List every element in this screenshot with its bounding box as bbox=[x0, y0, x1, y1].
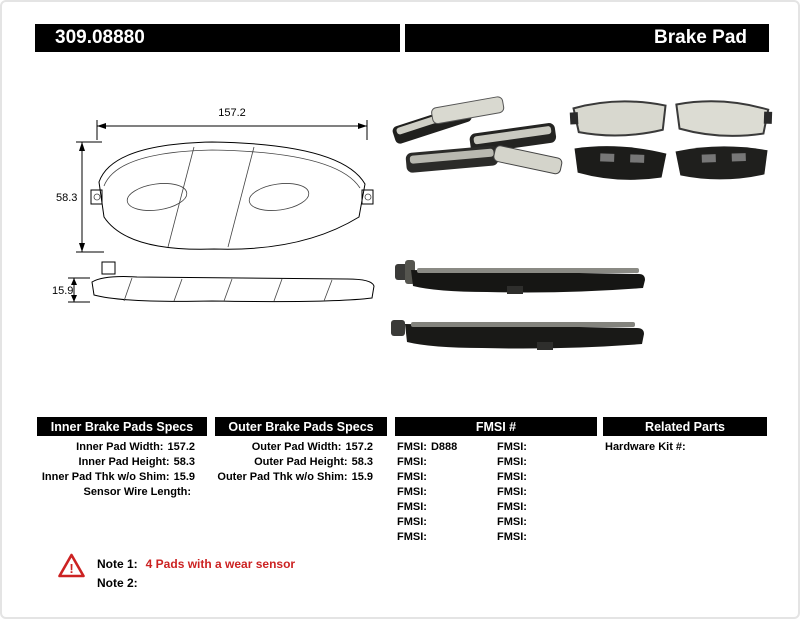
fmsi-label: FMSI: bbox=[497, 486, 527, 498]
spec-label: Hardware Kit #: bbox=[605, 441, 686, 453]
pad-photo-group-right bbox=[569, 100, 773, 180]
fmsi-row: FMSI: FMSI: bbox=[397, 485, 597, 500]
spec-label: Inner Pad Height: bbox=[78, 456, 170, 468]
inner-specs-rows: Inner Pad Width: 157.2 Inner Pad Height:… bbox=[37, 440, 195, 500]
dim-thickness-label: 15.9 bbox=[52, 285, 73, 297]
fmsi-label: FMSI: bbox=[397, 501, 427, 513]
fmsi-row: FMSI: FMSI: bbox=[397, 515, 597, 530]
fmsi-label: FMSI: bbox=[497, 501, 527, 513]
spec-value: 58.3 bbox=[351, 456, 373, 468]
fmsi-row: FMSI: FMSI: bbox=[397, 530, 597, 545]
arrowhead-icon bbox=[97, 123, 106, 129]
outer-specs-rows: Outer Pad Width: 157.2 Outer Pad Height:… bbox=[215, 440, 373, 485]
spec-value: 157.2 bbox=[345, 441, 373, 453]
fmsi-row: FMSI: FMSI: bbox=[397, 500, 597, 515]
pad-photo-group-left bbox=[392, 96, 563, 175]
spec-value: 15.9 bbox=[351, 471, 373, 483]
fmsi-label: FMSI: bbox=[397, 486, 427, 498]
fmsi-row: FMSI:D888 FMSI: bbox=[397, 440, 597, 455]
spec-row: Inner Pad Height: 58.3 bbox=[37, 455, 195, 470]
spec-row: Inner Pad Width: 157.2 bbox=[37, 440, 195, 455]
note-2: Note 2: bbox=[97, 576, 146, 590]
fmsi-label: FMSI: bbox=[497, 531, 527, 543]
related-parts-title: Related Parts bbox=[645, 419, 725, 434]
spec-value: 157.2 bbox=[167, 441, 195, 453]
note-1-text: 4 Pads with a wear sensor bbox=[145, 557, 296, 571]
spec-row: Sensor Wire Length: bbox=[37, 485, 195, 500]
note-2-label: Note 2: bbox=[97, 576, 138, 590]
related-parts-header: Related Parts bbox=[603, 417, 767, 436]
fmsi-row: FMSI: FMSI: bbox=[397, 470, 597, 485]
arrowhead-icon bbox=[358, 123, 367, 129]
product-title: Brake Pad bbox=[654, 27, 747, 48]
svg-text:!: ! bbox=[69, 561, 73, 576]
arrowhead-icon bbox=[71, 295, 77, 302]
related-parts-rows: Hardware Kit #: bbox=[605, 440, 765, 455]
fmsi-label: FMSI: bbox=[497, 456, 527, 468]
fmsi-label: FMSI: bbox=[497, 441, 527, 453]
spec-label: Inner Pad Thk w/o Shim: bbox=[41, 471, 170, 483]
pad-side-view bbox=[91, 261, 375, 303]
spec-label: Outer Pad Height: bbox=[254, 456, 348, 468]
part-number: 309.08880 bbox=[55, 27, 145, 48]
spec-row: Inner Pad Thk w/o Shim: 15.9 bbox=[37, 470, 195, 485]
fmsi-rows: FMSI:D888 FMSI: FMSI: FMSI: FMSI: FMSI: … bbox=[397, 440, 597, 545]
pad-edge-photo-2 bbox=[391, 320, 644, 350]
note-1-label: Note 1: bbox=[97, 557, 138, 571]
pad-edge-photo-1 bbox=[395, 260, 645, 294]
spec-label: Inner Pad Width: bbox=[76, 441, 164, 453]
spec-row: Outer Pad Width: 157.2 bbox=[215, 440, 373, 455]
spec-label: Sensor Wire Length: bbox=[83, 486, 191, 498]
part-number-bar: 309.08880 bbox=[35, 24, 400, 52]
fmsi-label: FMSI: bbox=[397, 456, 427, 468]
fmsi-label: FMSI: bbox=[497, 471, 527, 483]
outer-specs-title: Outer Brake Pads Specs bbox=[228, 419, 374, 434]
inner-specs-header: Inner Brake Pads Specs bbox=[37, 417, 207, 436]
warning-icon: ! bbox=[58, 553, 85, 578]
fmsi-header: FMSI # bbox=[395, 417, 597, 436]
fmsi-label: FMSI: bbox=[397, 531, 427, 543]
spec-row: Outer Pad Thk w/o Shim: 15.9 bbox=[215, 470, 373, 485]
fmsi-title: FMSI # bbox=[475, 419, 517, 434]
note-1: Note 1: 4 Pads with a wear sensor bbox=[97, 557, 295, 571]
arrowhead-icon bbox=[79, 243, 85, 252]
brake-pad-technical-drawing: 157.2 58.3 bbox=[52, 107, 375, 303]
fmsi-label: FMSI: bbox=[397, 516, 427, 528]
pad-edge-photos bbox=[391, 260, 645, 350]
spec-value: 15.9 bbox=[173, 471, 195, 483]
product-title-bar: Brake Pad bbox=[405, 24, 769, 52]
dim-height-label: 58.3 bbox=[56, 192, 77, 204]
outer-specs-header: Outer Brake Pads Specs bbox=[215, 417, 387, 436]
spec-label: Outer Pad Thk w/o Shim: bbox=[217, 471, 348, 483]
dim-width-label: 157.2 bbox=[218, 107, 246, 119]
fmsi-label: FMSI: bbox=[397, 441, 427, 453]
inner-specs-title: Inner Brake Pads Specs bbox=[50, 419, 194, 434]
fmsi-label: FMSI: bbox=[497, 516, 527, 528]
arrowhead-icon bbox=[71, 278, 77, 285]
spec-row: Outer Pad Height: 58.3 bbox=[215, 455, 373, 470]
arrowhead-icon bbox=[79, 142, 85, 151]
spec-value: 58.3 bbox=[173, 456, 195, 468]
spec-row: Hardware Kit #: bbox=[605, 440, 765, 455]
pad-set-photos bbox=[392, 96, 773, 180]
fmsi-row: FMSI: FMSI: bbox=[397, 455, 597, 470]
fmsi-label: FMSI: bbox=[397, 471, 427, 483]
fmsi-value: D888 bbox=[430, 441, 458, 453]
pad-front-view bbox=[90, 141, 374, 250]
spec-label: Outer Pad Width: bbox=[251, 441, 342, 453]
